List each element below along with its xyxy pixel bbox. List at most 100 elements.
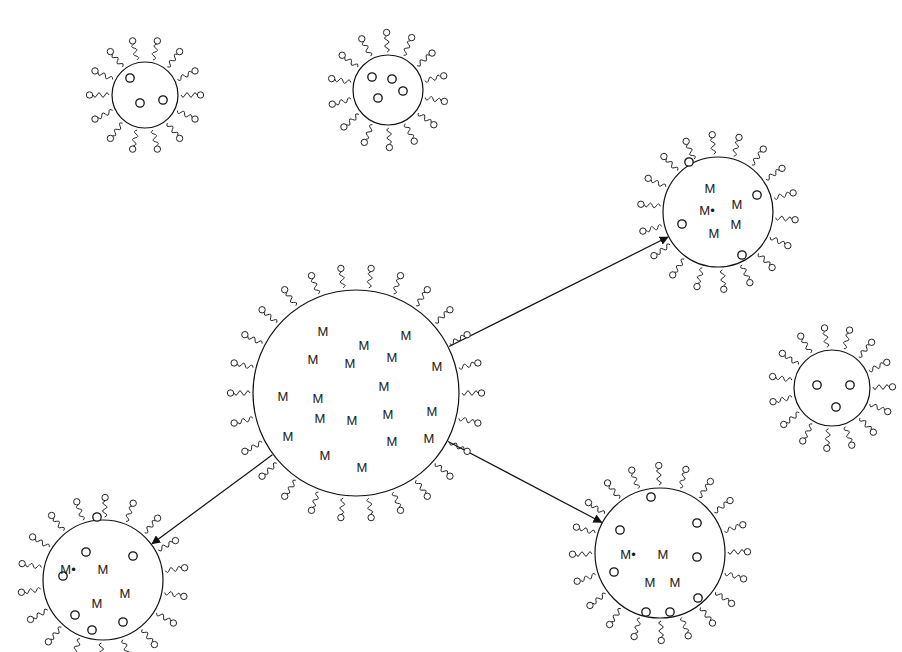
surfactant-tail <box>404 124 413 138</box>
surfactant-tail <box>167 54 177 67</box>
surfactant-tail <box>93 93 109 97</box>
surfactant-head <box>397 272 403 278</box>
surfactant-tail <box>644 203 660 208</box>
particle-dot <box>616 526 624 534</box>
surfactant-head <box>740 576 746 582</box>
surfactant-tail <box>774 192 790 199</box>
surfactant-tail <box>74 639 80 652</box>
surfactant-tail <box>860 418 872 430</box>
particle-dot <box>693 519 701 527</box>
surfactant-head <box>441 73 447 79</box>
surfactant-head <box>779 165 785 171</box>
surfactant-tail <box>392 492 400 507</box>
micelle-outline <box>663 157 773 267</box>
surfactant-head <box>464 448 470 454</box>
particle-dot <box>610 568 618 576</box>
surfactant-tail <box>612 609 621 622</box>
surfactant-head <box>242 448 248 454</box>
monomer-label: M <box>283 429 294 444</box>
surfactant-head <box>154 38 160 44</box>
surfactant-tail <box>635 618 640 633</box>
surfactant-head <box>769 373 775 379</box>
surfactant-head <box>656 462 662 468</box>
surfactant-head <box>338 514 344 520</box>
surfactant-head <box>792 217 798 223</box>
surfactant-head <box>181 593 187 599</box>
surfactant-head <box>744 549 750 555</box>
surfactant-tail <box>151 130 158 146</box>
surfactant-tail <box>776 216 792 221</box>
surfactant-tail <box>340 498 345 514</box>
surfactant-tail <box>165 592 181 597</box>
particle-dot <box>93 513 101 521</box>
monomer-label: M <box>424 431 435 446</box>
surfactant-head <box>447 473 453 479</box>
surfactant-tail <box>666 159 678 171</box>
surfactant-head <box>694 283 700 289</box>
surfactant-tail <box>339 272 345 288</box>
surfactant-tail <box>714 502 727 513</box>
surfactant-tail <box>99 643 104 652</box>
surfactant-tail <box>450 442 464 449</box>
particle-dot <box>126 74 134 82</box>
surfactant-tail <box>873 385 889 390</box>
surfactant-head <box>154 146 160 152</box>
surfactant-tail <box>462 391 478 395</box>
surfactant-tail <box>34 609 48 619</box>
surfactant-head <box>849 442 855 448</box>
surfactant-head <box>574 578 580 584</box>
surfactant-tail <box>752 152 761 165</box>
micelle-outline <box>794 350 870 426</box>
surfactant-head <box>154 515 160 521</box>
monomer-label: M <box>345 356 356 371</box>
surfactant-tail <box>435 463 448 474</box>
surfactant-tail <box>785 355 798 364</box>
surfactant-tail <box>609 486 620 499</box>
monomer-label: M <box>315 411 326 426</box>
surfactant-tail <box>248 336 262 343</box>
surfactant-tail <box>758 254 770 266</box>
monomer-label: M <box>705 181 716 196</box>
surfactant-tail <box>591 505 604 514</box>
surfactant-tail <box>659 621 664 637</box>
surfactant-head <box>464 331 470 337</box>
surfactant-head <box>107 135 113 141</box>
surfactant-tail <box>25 588 41 594</box>
surfactant-head <box>683 466 689 472</box>
surfactant-tail <box>367 498 373 514</box>
surfactant-head <box>92 68 98 74</box>
surfactant-head <box>747 279 753 285</box>
surfactant-head <box>727 497 733 503</box>
surfactant-head <box>569 551 575 557</box>
monomer-label: M <box>379 379 390 394</box>
surfactant-head <box>45 639 51 645</box>
surfactant-head <box>573 524 579 530</box>
surfactant-head <box>606 621 612 627</box>
surfactant-head <box>129 146 135 152</box>
surfactant-head <box>889 384 895 390</box>
particle-dot <box>666 608 674 616</box>
surfactant-head <box>740 522 746 528</box>
particle-dot <box>738 251 746 259</box>
particle-dot <box>832 403 840 411</box>
surfactant-head <box>475 420 481 426</box>
particle-dot <box>647 493 655 501</box>
transfer-arrow <box>448 441 602 522</box>
surfactant-head <box>383 29 389 35</box>
surfactant-tail <box>844 427 852 442</box>
surfactant-head <box>685 633 691 639</box>
surfactant-head <box>74 499 80 505</box>
surfactant-tail <box>870 404 885 410</box>
surfactant-head <box>339 52 345 58</box>
surfactant-tail <box>450 335 464 345</box>
surfactant-head <box>709 620 715 626</box>
surfactant-head <box>824 445 830 451</box>
surfactant-head <box>728 600 734 606</box>
surfactant-head <box>868 339 874 345</box>
surfactant-head <box>308 507 314 513</box>
surfactant-tail <box>697 268 702 283</box>
surfactant-tail <box>313 492 319 507</box>
surfactant-tail <box>98 110 113 119</box>
surfactant-tail <box>766 170 779 181</box>
surfactant-tail <box>157 613 171 621</box>
